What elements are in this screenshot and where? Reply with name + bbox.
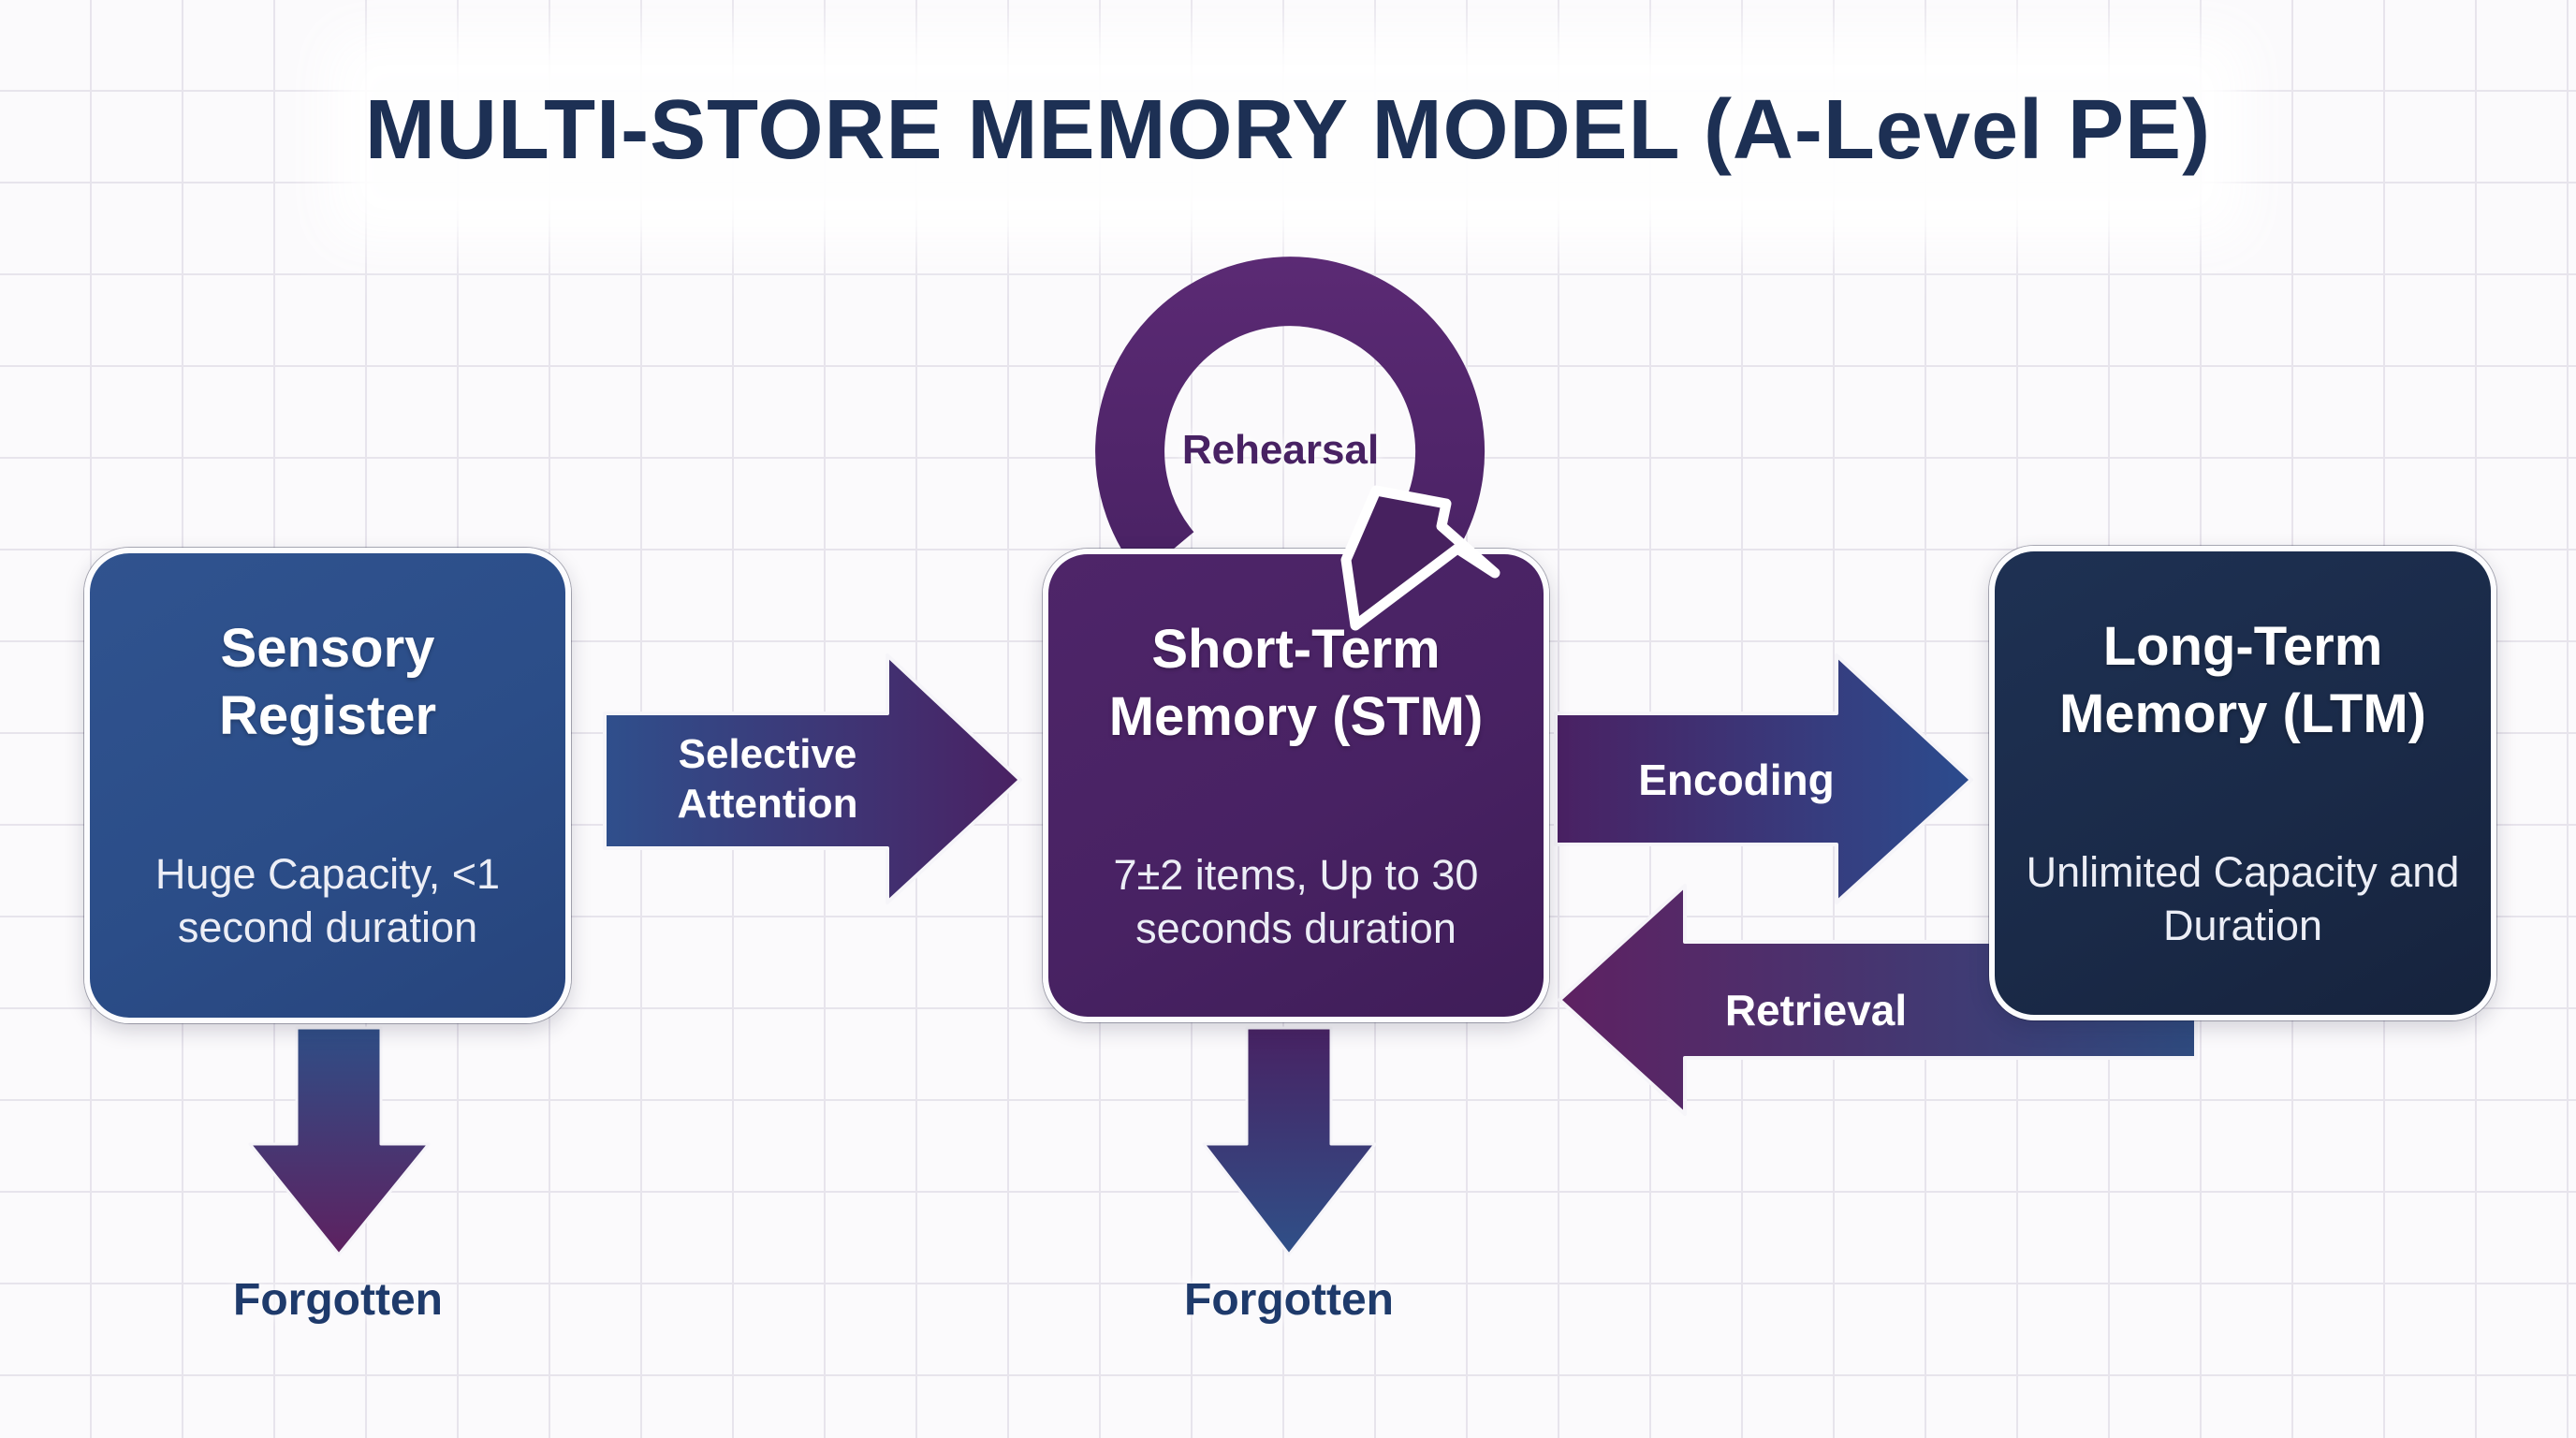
short-term-memory-subtitle: 7±2 items, Up to 30 seconds duration xyxy=(1113,851,1479,952)
stm-forgotten-label: Forgotten xyxy=(1184,1275,1394,1325)
rehearsal-label: Rehearsal xyxy=(1181,427,1380,473)
sensory-forgotten-label: Forgotten xyxy=(233,1275,443,1325)
selective-attention-label: Selective Attention xyxy=(677,731,858,827)
sensory-register-title: Sensory Register xyxy=(218,618,437,746)
short-term-memory-title: Short-Term Memory (STM) xyxy=(1108,619,1484,747)
sensory-forgotten-arrow xyxy=(248,1026,431,1256)
selective-attention-arrow xyxy=(603,653,1022,904)
title-background-glow xyxy=(328,32,2247,242)
long-term-memory-box: Long-Term Memory (LTM) Unlimited Capacit… xyxy=(1989,546,2496,1020)
encoding-arrow xyxy=(1554,653,1973,904)
sensory-register-box: Sensory Register Huge Capacity, <1 secon… xyxy=(84,548,571,1023)
retrieval-label: Retrieval xyxy=(1724,986,1908,1034)
sensory-register-subtitle: Huge Capacity, <1 second duration xyxy=(154,850,501,951)
long-term-memory-title: Long-Term Memory (LTM) xyxy=(2058,616,2426,744)
page-title: MULTI-STORE MEMORY MODEL (A-Level PE) xyxy=(364,83,2212,177)
stm-forgotten-arrow xyxy=(1202,1026,1377,1256)
rehearsal-arrowhead-icon xyxy=(1340,485,1500,631)
long-term-memory-subtitle: Unlimited Capacity and Duration xyxy=(2026,848,2460,949)
encoding-label: Encoding xyxy=(1638,756,1835,804)
rehearsal-loop-arrow xyxy=(1095,257,1486,577)
short-term-memory-box: Short-Term Memory (STM) 7±2 items, Up to… xyxy=(1043,549,1549,1022)
